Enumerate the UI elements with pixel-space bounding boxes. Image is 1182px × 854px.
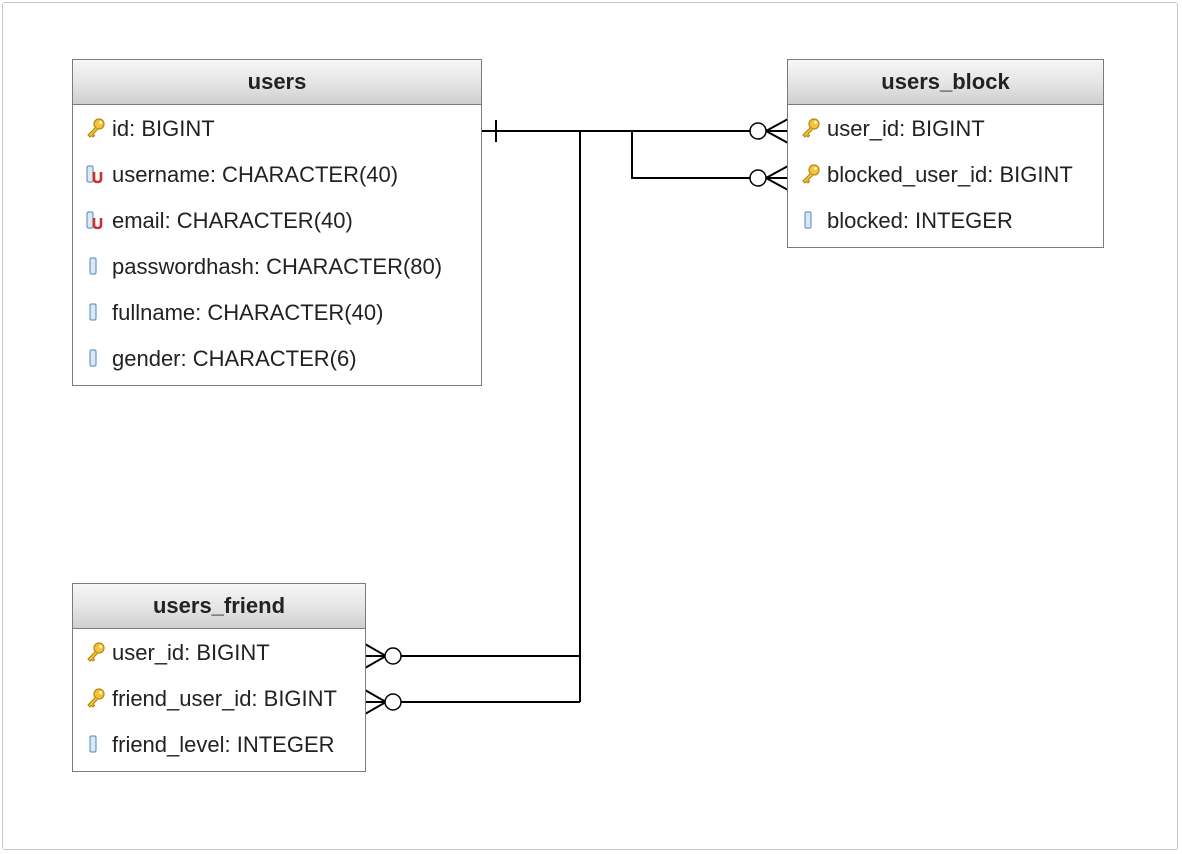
column-label: blocked_user_id: BIGINT	[827, 162, 1073, 187]
primary-key-icon	[85, 117, 107, 139]
column-row[interactable]: blocked: INTEGER	[788, 197, 1103, 243]
crows-foot-friend-friend	[364, 689, 387, 715]
column-label: gender: CHARACTER(6)	[112, 346, 357, 371]
table-header: users	[73, 60, 481, 105]
column-icon	[85, 733, 107, 755]
column-row[interactable]: email: CHARACTER(40)	[73, 197, 481, 243]
column-icon	[85, 255, 107, 277]
table-users-friend[interactable]: users_friend user_id: BIGINT friend_user_…	[72, 583, 366, 772]
column-row[interactable]: blocked_user_id: BIGINT	[788, 151, 1103, 197]
table-header: users_block	[788, 60, 1103, 105]
column-row[interactable]: passwordhash: CHARACTER(80)	[73, 243, 481, 289]
column-row[interactable]: id: BIGINT	[73, 105, 481, 151]
crows-foot-block-blocked	[765, 165, 789, 191]
column-row[interactable]: username: CHARACTER(40)	[73, 151, 481, 197]
column-label: blocked: INTEGER	[827, 208, 1013, 233]
zero-marker	[384, 647, 402, 665]
column-label: fullname: CHARACTER(40)	[112, 300, 384, 325]
column-icon	[85, 301, 107, 323]
column-icon	[85, 347, 107, 369]
zero-marker	[749, 122, 767, 140]
column-label: passwordhash: CHARACTER(80)	[112, 254, 443, 279]
relation-line-users-block-blocked	[631, 131, 758, 179]
zero-marker	[749, 169, 767, 187]
column-label: user_id: BIGINT	[827, 116, 985, 141]
column-row[interactable]: friend_level: INTEGER	[73, 721, 365, 767]
column-label: friend_level: INTEGER	[112, 732, 335, 757]
primary-key-icon	[800, 163, 822, 185]
column-label: friend_user_id: BIGINT	[112, 686, 337, 711]
column-icon	[800, 209, 822, 231]
column-row[interactable]: user_id: BIGINT	[788, 105, 1103, 151]
column-row[interactable]: fullname: CHARACTER(40)	[73, 289, 481, 335]
crows-foot-block-user	[765, 118, 789, 144]
column-row[interactable]: gender: CHARACTER(6)	[73, 335, 481, 381]
zero-marker	[384, 693, 402, 711]
column-label: username: CHARACTER(40)	[112, 162, 399, 187]
primary-key-icon	[800, 117, 822, 139]
table-users-block[interactable]: users_block user_id: BIGINT blocked_user_…	[787, 59, 1104, 248]
column-row[interactable]: user_id: BIGINT	[73, 629, 365, 675]
unique-column-icon	[85, 209, 107, 231]
column-label: email: CHARACTER(40)	[112, 208, 353, 233]
column-label: id: BIGINT	[112, 116, 215, 141]
unique-column-icon	[85, 163, 107, 185]
primary-key-icon	[85, 641, 107, 663]
crows-foot-friend-user	[364, 643, 387, 669]
primary-key-icon	[85, 687, 107, 709]
table-header: users_friend	[73, 584, 365, 629]
table-users[interactable]: users id: BIGINT username: CHARACTER(40) e…	[72, 59, 482, 386]
column-row[interactable]: friend_user_id: BIGINT	[73, 675, 365, 721]
column-label: user_id: BIGINT	[112, 640, 270, 665]
